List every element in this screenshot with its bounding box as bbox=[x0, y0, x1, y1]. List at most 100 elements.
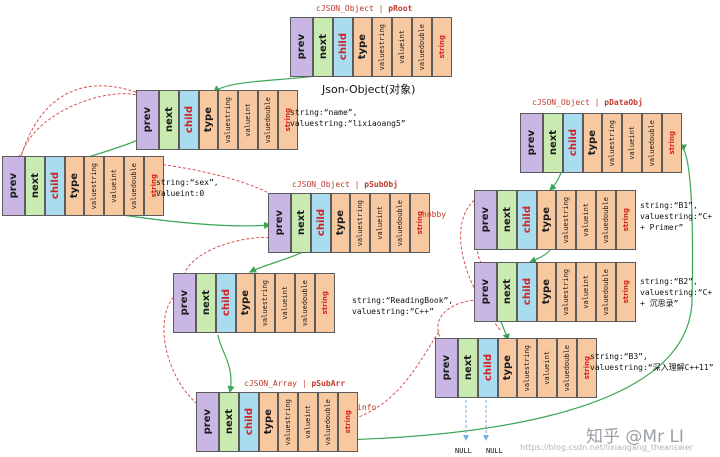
title-pdataobj-type: cJSON_Object bbox=[532, 98, 590, 107]
link-name-prev bbox=[18, 85, 151, 161]
field-valuestring: valuestring bbox=[255, 273, 275, 333]
title-psubarr: cJSON_Array | pSubArr bbox=[244, 379, 345, 388]
field-label-child: child bbox=[183, 106, 195, 134]
field-prev: prev bbox=[136, 90, 159, 150]
field-label-valueint: valueint bbox=[304, 405, 312, 439]
field-valuestring: valuestring bbox=[218, 90, 238, 150]
field-child: child bbox=[216, 273, 236, 333]
field-label-child: child bbox=[521, 206, 533, 234]
field-label-type: type bbox=[240, 290, 251, 316]
title-proot-type: cJSON_Object bbox=[316, 4, 374, 13]
field-label-string: string bbox=[321, 291, 329, 315]
field-string: string bbox=[315, 273, 335, 333]
field-label-prev: prev bbox=[480, 207, 491, 233]
field-label-prev: prev bbox=[441, 355, 452, 381]
field-label-valueint: valueint bbox=[582, 203, 590, 237]
field-label-prev: prev bbox=[8, 173, 19, 199]
field-valueint: valueint bbox=[576, 262, 596, 322]
field-label-valuestring: valuestring bbox=[562, 268, 570, 316]
field-label-prev: prev bbox=[179, 290, 190, 316]
field-label-prev: prev bbox=[274, 210, 285, 236]
field-valuestring: valuestring bbox=[556, 190, 576, 250]
field-label-valuestring: valuestring bbox=[224, 96, 232, 144]
field-label-valuedouble: valuedouble bbox=[264, 96, 272, 144]
field-label-child: child bbox=[315, 209, 327, 237]
field-next: next bbox=[458, 338, 478, 398]
field-valuestring: valuestring bbox=[556, 262, 576, 322]
title-proot-name: pRoot bbox=[388, 4, 413, 13]
field-valuestring: valuestring bbox=[602, 113, 622, 173]
null-label-1: NULL bbox=[455, 447, 472, 455]
field-type: type bbox=[583, 113, 602, 173]
link-sex-prev bbox=[19, 93, 151, 161]
note-b2: string:“B2”, valuestring:“C+ + 沉思录” bbox=[640, 277, 713, 308]
note-b1: string:“B1”, valuestring:“C+ + Primer” bbox=[640, 201, 713, 232]
note-name: string:“name”, valuestring:“lixiaoang5” bbox=[290, 108, 406, 128]
field-label-type: type bbox=[69, 173, 80, 199]
link-subarr-child-dataobj bbox=[245, 144, 694, 442]
title-psubobj-sep: | bbox=[354, 180, 360, 189]
watermark-main: 知乎 @Mr LI bbox=[586, 427, 684, 447]
field-child: child bbox=[563, 113, 583, 173]
field-valuedouble: valuedouble bbox=[390, 193, 410, 253]
field-label-valueint: valueint bbox=[628, 126, 636, 160]
title-pdataobj-sep: | bbox=[594, 98, 600, 107]
field-label-string: string bbox=[344, 410, 352, 434]
field-type: type bbox=[236, 273, 255, 333]
field-valuedouble: valuedouble bbox=[124, 156, 144, 216]
field-label-prev: prev bbox=[480, 279, 491, 305]
field-prev: prev bbox=[290, 17, 313, 77]
field-string: string bbox=[662, 113, 682, 173]
field-label-valuedouble: valuedouble bbox=[602, 196, 610, 244]
note-sex: string:“sex”, Valueint:0 bbox=[156, 178, 219, 198]
field-prev: prev bbox=[474, 190, 497, 250]
field-label-child: child bbox=[49, 172, 61, 200]
note-b3: string:“B3”, valuestring:“深入理解C++11” bbox=[590, 352, 714, 372]
field-label-valuedouble: valuedouble bbox=[130, 162, 138, 210]
field-valuestring: valuestring bbox=[350, 193, 370, 253]
field-label-child: child bbox=[567, 129, 579, 157]
field-next: next bbox=[497, 262, 517, 322]
field-label-valuedouble: valuedouble bbox=[648, 119, 656, 167]
root-caption: Json-Object(对象) bbox=[322, 83, 416, 96]
field-child: child bbox=[179, 90, 199, 150]
field-label-next: next bbox=[501, 207, 513, 233]
field-label-type: type bbox=[541, 279, 552, 305]
watermark-url: https://blog.csdn.net/lixiaogang_theansw… bbox=[520, 443, 693, 452]
field-label-valuedouble: valuedouble bbox=[324, 398, 332, 446]
field-valuedouble: valuedouble bbox=[258, 90, 278, 150]
field-label-next: next bbox=[200, 290, 212, 316]
field-label-type: type bbox=[541, 207, 552, 233]
field-next: next bbox=[196, 273, 216, 333]
field-label-string: string bbox=[622, 208, 630, 232]
field-label-valuestring: valuestring bbox=[562, 196, 570, 244]
field-valuedouble: valuedouble bbox=[557, 338, 577, 398]
field-type: type bbox=[537, 262, 556, 322]
field-string: string bbox=[432, 17, 452, 77]
field-type: type bbox=[199, 90, 218, 150]
title-psubarr-sep: | bbox=[301, 379, 307, 388]
title-psubobj-type: cJSON_Object bbox=[292, 180, 350, 189]
field-string: string bbox=[616, 190, 636, 250]
field-type: type bbox=[537, 190, 556, 250]
field-next: next bbox=[497, 190, 517, 250]
field-valueint: valueint bbox=[537, 338, 557, 398]
field-valuedouble: valuedouble bbox=[642, 113, 662, 173]
field-label-valuestring: valuestring bbox=[356, 199, 364, 247]
field-label-valuedouble: valuedouble bbox=[396, 199, 404, 247]
field-string: string bbox=[616, 262, 636, 322]
field-label-prev: prev bbox=[202, 409, 213, 435]
field-label-type: type bbox=[335, 210, 346, 236]
title-proot-sep: | bbox=[378, 4, 384, 13]
field-label-valueint: valueint bbox=[398, 30, 406, 64]
field-valuestring: valuestring bbox=[517, 338, 537, 398]
field-label-child: child bbox=[337, 33, 349, 61]
title-psubobj-name: pSubObj bbox=[364, 180, 398, 189]
field-label-next: next bbox=[547, 130, 559, 156]
field-label-next: next bbox=[223, 409, 235, 435]
field-label-next: next bbox=[295, 210, 307, 236]
